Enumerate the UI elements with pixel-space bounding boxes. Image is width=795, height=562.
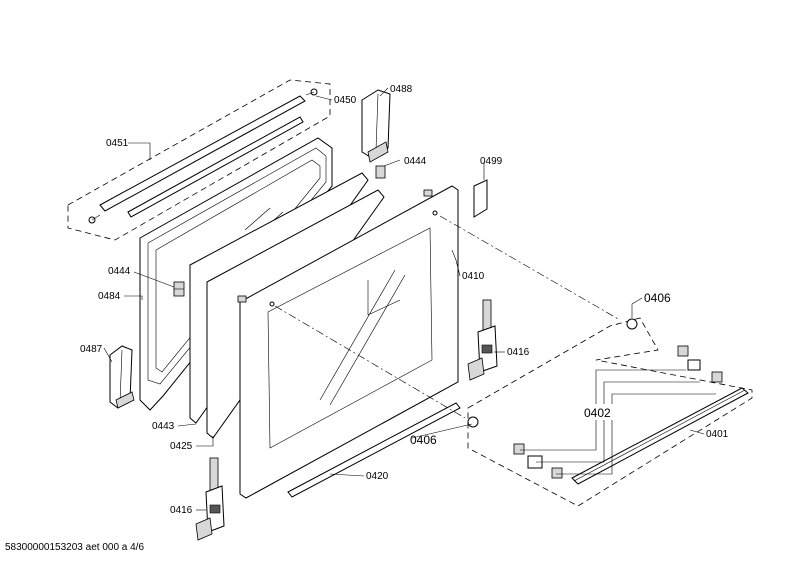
label-0484: 0484 <box>98 291 121 302</box>
top-rail-bars <box>88 88 318 224</box>
clip-0444-upper <box>375 165 386 179</box>
alignment-line-upper <box>439 215 621 321</box>
top-rail-group-box <box>67 79 331 241</box>
label-0444-upper: 0444 <box>404 156 427 167</box>
label-0499: 0499 <box>480 156 503 167</box>
alignment-line-lower <box>274 305 466 419</box>
label-0488: 0488 <box>390 84 413 95</box>
label-0420: 0420 <box>366 471 389 482</box>
screw-0406-lower <box>467 416 479 428</box>
label-0402: 0402 <box>584 406 611 420</box>
hinge-0416-right <box>467 299 498 381</box>
screw-0406-upper <box>626 318 638 330</box>
label-0401: 0401 <box>706 429 729 440</box>
drawing-reference-code: 58300000153203 aet 000 a 4/6 <box>5 542 145 553</box>
label-0416-left: 0416 <box>170 505 193 516</box>
label-0443: 0443 <box>152 421 175 432</box>
side-trim-0488 <box>361 89 391 163</box>
label-0487: 0487 <box>80 344 103 355</box>
label-0450: 0450 <box>334 95 357 106</box>
handle-group-box <box>467 317 753 507</box>
label-0406-upper: 0406 <box>644 291 671 305</box>
door-handle <box>571 387 749 485</box>
leader-lines <box>103 87 716 511</box>
label-0416-right: 0416 <box>507 347 530 358</box>
bottom-seal-strip <box>287 402 461 498</box>
label-0444-lower: 0444 <box>108 266 131 277</box>
clip-0444-lower <box>173 281 185 297</box>
outer-door-glass <box>237 185 459 499</box>
side-trim-0487 <box>109 345 135 409</box>
small-plate-0499 <box>473 179 488 218</box>
label-0406-lower: 0406 <box>410 433 437 447</box>
label-0425: 0425 <box>170 441 193 452</box>
label-0451: 0451 <box>106 138 129 149</box>
hinge-0416-left <box>195 457 225 541</box>
label-0410: 0410 <box>462 271 485 282</box>
